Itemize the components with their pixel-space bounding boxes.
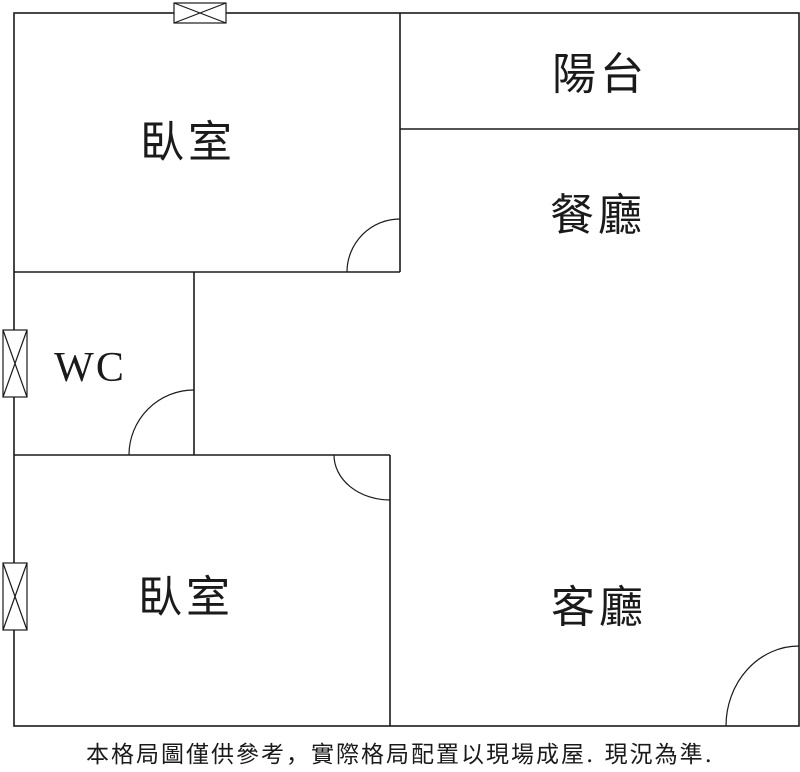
room-label-dining: 餐廳 xyxy=(550,190,646,241)
room-label-bedroom-bottom: 臥室 xyxy=(138,572,234,623)
doors xyxy=(128,218,800,727)
window-icon xyxy=(2,562,28,631)
room-label-wc: WC xyxy=(54,345,126,391)
room-labels: 臥室 陽台 餐廳 WC 臥室 客廳 xyxy=(54,49,648,633)
door-swing-icon xyxy=(346,218,401,273)
window-icon xyxy=(173,2,227,24)
room-label-living: 客廳 xyxy=(551,582,647,633)
disclaimer-text: 本格局圖僅供參考，實際格局配置以現場成屋. 現況為準. xyxy=(86,742,714,768)
door-swing-icon xyxy=(333,454,391,501)
door-swing-icon xyxy=(128,389,195,456)
room-label-bedroom-top: 臥室 xyxy=(140,117,236,168)
door-swing-icon xyxy=(725,645,800,727)
windows xyxy=(2,2,227,631)
room-label-balcony: 陽台 xyxy=(552,49,648,100)
outer-walls xyxy=(13,12,800,727)
outer-wall xyxy=(13,12,800,727)
window-icon xyxy=(2,329,28,398)
interior-walls xyxy=(14,13,799,726)
